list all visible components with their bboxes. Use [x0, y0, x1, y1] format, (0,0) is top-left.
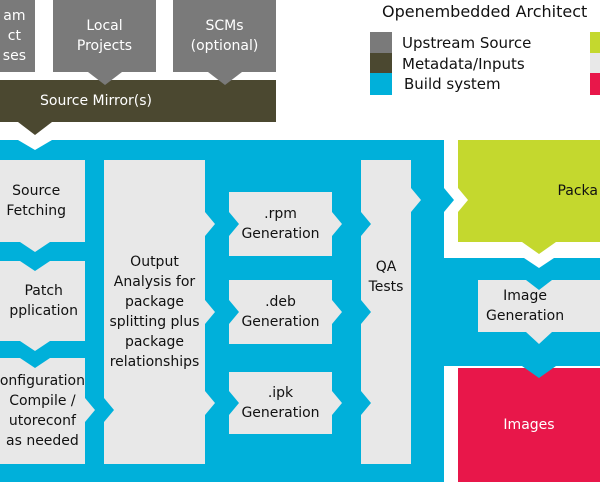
- package-feeds-box: Packa: [458, 140, 600, 242]
- legend-item-upstream: Upstream Source: [370, 32, 531, 54]
- legend-label-upstream: Upstream Source: [402, 34, 532, 52]
- ipk-generation-box: .ipk Generation: [229, 372, 332, 434]
- legend-swatch-package-feeds: [590, 32, 600, 54]
- images-box: Images: [458, 368, 600, 482]
- legend-item-build: Build system: [370, 73, 501, 95]
- notch-qa-2: [361, 300, 371, 324]
- arrow-analysis-to-rpm: [205, 212, 215, 236]
- notch-ipk: [229, 391, 239, 415]
- arrow-configure-to-analysis: [85, 398, 95, 422]
- local-projects-box: Local Projects: [53, 0, 156, 72]
- notch-image-gen: [526, 280, 552, 290]
- source-mirror-box: Source Mirror(s): [0, 80, 276, 122]
- notch-analysis: [104, 398, 114, 422]
- notch-qa-1: [361, 212, 371, 236]
- notch-deb: [229, 300, 239, 324]
- arrow-mirror-to-build: [18, 122, 52, 135]
- notch-patch: [20, 261, 50, 271]
- legend-item-metadata: Metadata/Inputs: [370, 53, 525, 75]
- notch-configure: [20, 358, 50, 368]
- notch-qa-3: [361, 391, 371, 415]
- arrow-build-to-packages: [444, 188, 454, 212]
- arrow-packages-to-image-gen: [522, 242, 556, 254]
- arrow-analysis-to-ipk: [205, 391, 215, 415]
- source-fetching-box: Source Fetching: [0, 160, 85, 242]
- arrow-scms-to-mirror: [208, 72, 242, 85]
- legend-swatch-metadata: [370, 53, 392, 75]
- deb-generation-box: .deb Generation: [229, 280, 332, 344]
- notch-rpm: [229, 212, 239, 236]
- arrow-build-to-images: [522, 366, 556, 378]
- legend-swatch-process-steps: [590, 53, 600, 75]
- scms-box: SCMs (optional): [173, 0, 276, 72]
- arrow-ipk-to-qa: [332, 391, 342, 415]
- output-analysis-box: Output Analysis for package splitting pl…: [104, 160, 205, 464]
- arrow-rpm-to-qa: [332, 212, 342, 236]
- configure-compile-box: onfiguration Compile / utoreconf as need…: [0, 358, 85, 464]
- upstream-box-partial: am ct ses: [0, 0, 35, 72]
- legend-label-metadata: Metadata/Inputs: [402, 55, 525, 73]
- legend-swatch-build: [370, 73, 392, 95]
- chevron-into-build: [18, 140, 52, 150]
- notch-packages: [458, 188, 468, 212]
- image-generation-box: Image Generation: [478, 280, 600, 332]
- patch-application-box: Patch pplication: [0, 261, 85, 341]
- arrow-deb-to-qa: [332, 300, 342, 324]
- arrow-local-projects-to-mirror: [88, 72, 122, 85]
- legend-swatch-images: [590, 73, 600, 95]
- arrow-qa-to-packages: [411, 188, 421, 212]
- legend-swatch-upstream: [370, 32, 392, 54]
- diagram-title: Openembedded Architect: [382, 2, 588, 21]
- legend-label-build: Build system: [404, 75, 501, 93]
- rpm-generation-box: .rpm Generation: [229, 192, 332, 256]
- arrow-image-gen-to-images: [526, 332, 552, 344]
- notch-build-extension-top: [524, 258, 554, 268]
- arrow-fetching-to-patch: [20, 242, 50, 252]
- arrow-analysis-to-deb: [205, 300, 215, 324]
- arrow-patch-to-configure: [20, 341, 50, 351]
